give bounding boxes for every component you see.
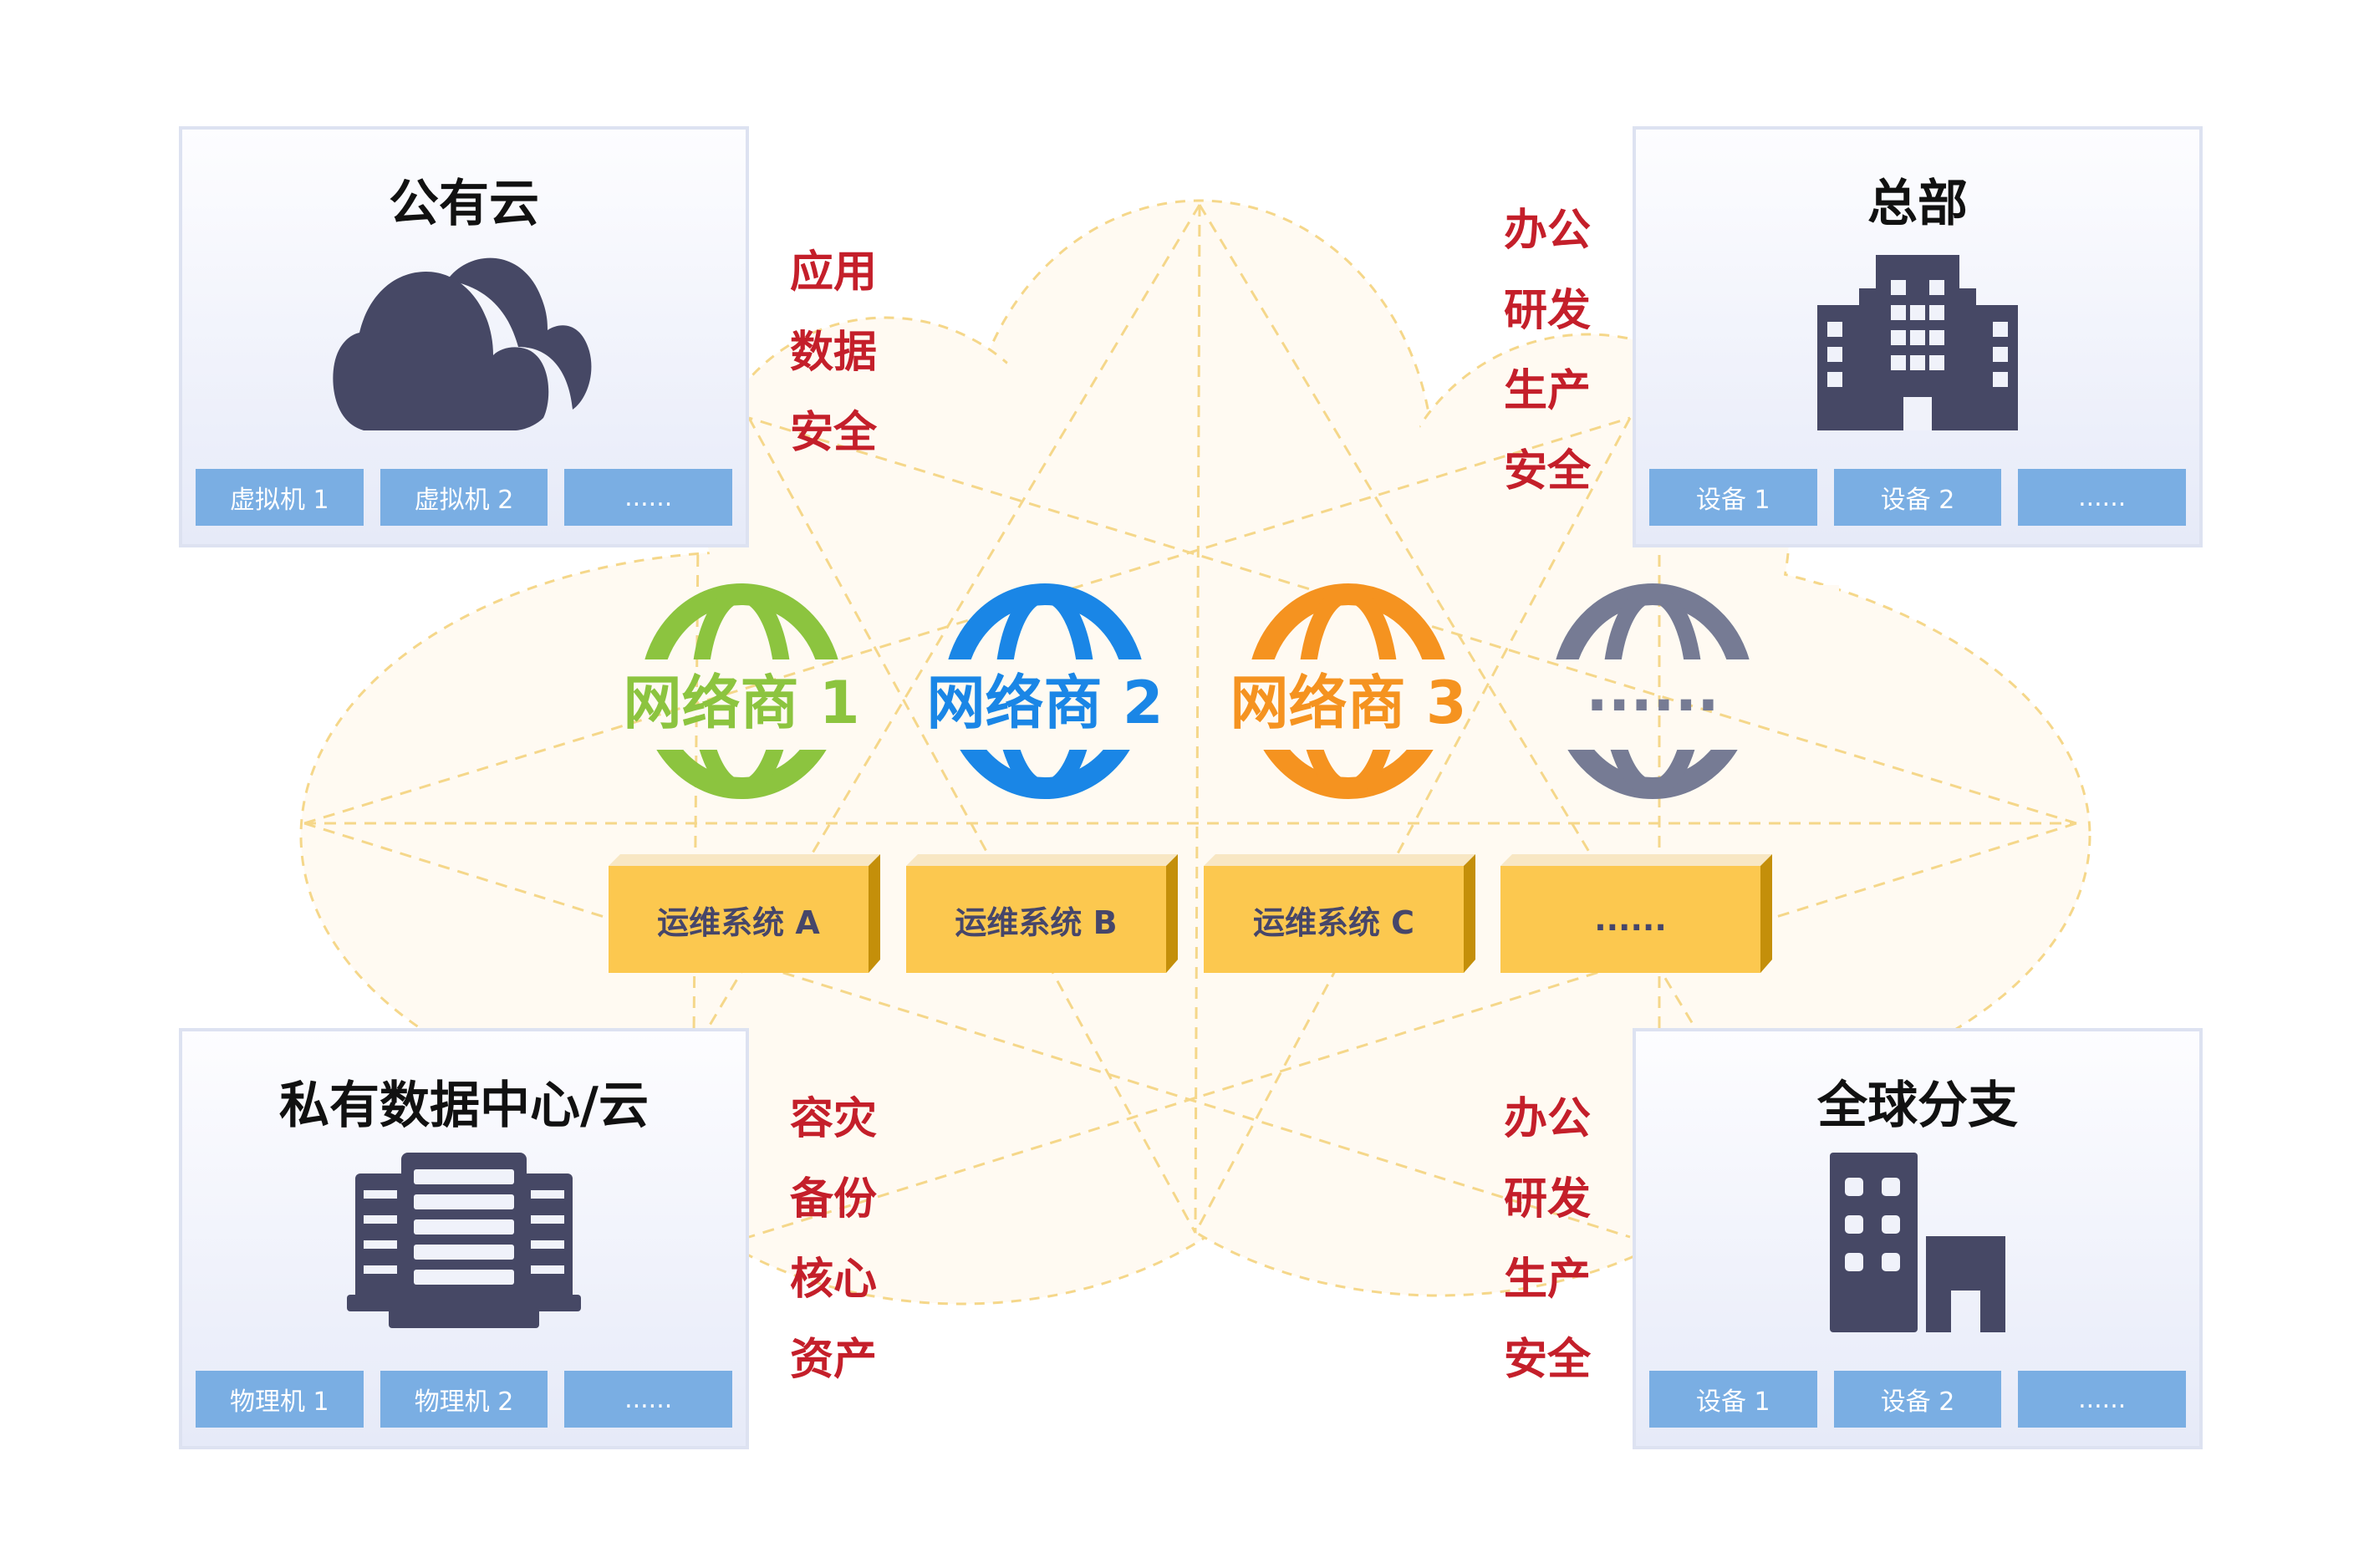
chip-more[interactable]: ...... — [564, 1371, 733, 1428]
panel-title: 总部 — [1867, 175, 1968, 233]
tag: 安全 — [790, 408, 878, 458]
chip-more[interactable]: ...... — [2018, 469, 2187, 526]
tag: 研发 — [1504, 286, 1592, 336]
globe-icon — [944, 583, 1146, 799]
ops-label: 运维系统 C — [1204, 866, 1464, 973]
ops-system-a[interactable]: 运维系统 A — [609, 854, 880, 973]
chip-vm-2[interactable]: 虚拟机 2 — [380, 469, 548, 526]
provider-label: 网络商 3 — [1230, 669, 1467, 737]
chip-device-1[interactable]: 设备 1 — [1649, 469, 1817, 526]
panel-title: 全球分支 — [1817, 1077, 2018, 1135]
global-branch-tags: 办公 研发 生产 安全 — [1504, 1096, 1591, 1383]
ops-system-c[interactable]: 运维系统 C — [1204, 854, 1475, 973]
chip-device-2[interactable]: 设备 2 — [1833, 469, 2002, 526]
globe-icon — [1551, 583, 1754, 799]
public-cloud-tags: 应用 数据 安全 — [790, 249, 877, 456]
chip-physical-2[interactable]: 物理机 2 — [380, 1371, 548, 1428]
ops-label: 运维系统 A — [609, 866, 869, 973]
tag: 数据 — [790, 328, 878, 378]
tag: 应用 — [790, 247, 878, 298]
headquarters-tags: 办公 研发 生产 安全 — [1504, 207, 1591, 495]
chip-device-1[interactable]: 设备 1 — [1649, 1371, 1817, 1428]
tag: 生产 — [1504, 1255, 1592, 1305]
chip-more[interactable]: ...... — [564, 469, 733, 526]
tag: 研发 — [1504, 1174, 1592, 1224]
tag: 办公 — [1504, 1094, 1592, 1144]
private-datacenter-tags: 容灾 备份 核心 资产 — [790, 1096, 877, 1383]
tag: 备份 — [790, 1174, 878, 1224]
chip-physical-1[interactable]: 物理机 1 — [196, 1371, 364, 1428]
tag: 安全 — [1504, 446, 1592, 496]
ops-system-more[interactable]: ...... — [1500, 854, 1772, 973]
provider-label: 网络商 2 — [926, 669, 1164, 737]
globe-icon — [640, 583, 843, 799]
ops-system-b[interactable]: 运维系统 B — [906, 854, 1178, 973]
public-cloud-panel: 公有云 虚拟机 1 虚拟机 2 ...... — [179, 126, 749, 547]
panel-title: 公有云 — [389, 175, 539, 233]
tag: 生产 — [1504, 366, 1592, 416]
tag: 安全 — [1504, 1335, 1592, 1385]
server-rack-icon — [347, 1153, 581, 1331]
chip-vm-1[interactable]: 虚拟机 1 — [196, 469, 364, 526]
globe-icon — [1247, 583, 1449, 799]
ops-label: 运维系统 B — [906, 866, 1166, 973]
tag: 资产 — [790, 1335, 878, 1385]
provider-3[interactable]: 网络商 3 — [1230, 583, 1467, 800]
panel-title: 私有数据中心/云 — [279, 1077, 649, 1135]
private-datacenter-panel: 私有数据中心/云 物理机 1 物理机 2 ...... — [179, 1028, 749, 1449]
provider-more[interactable]: ...... — [1544, 583, 1761, 800]
ops-label: ...... — [1500, 866, 1760, 973]
tag: 容灾 — [790, 1094, 878, 1144]
chip-more[interactable]: ...... — [2018, 1371, 2187, 1428]
chip-device-2[interactable]: 设备 2 — [1833, 1371, 2002, 1428]
tag: 核心 — [790, 1255, 878, 1305]
branch-building-icon — [1830, 1153, 2005, 1336]
global-branch-panel: 全球分支 设备 1 设备 2 ...... — [1633, 1028, 2203, 1449]
headquarters-panel: 总部 设备 1 设备 2 ...... — [1633, 126, 2203, 547]
office-building-icon — [1817, 255, 2018, 434]
provider-label: 网络商 1 — [623, 669, 860, 737]
provider-2[interactable]: 网络商 2 — [926, 583, 1164, 800]
provider-label: ...... — [1586, 656, 1719, 725]
provider-1[interactable]: 网络商 1 — [623, 583, 860, 800]
tag: 办公 — [1504, 206, 1592, 256]
cloud-icon — [330, 251, 598, 446]
